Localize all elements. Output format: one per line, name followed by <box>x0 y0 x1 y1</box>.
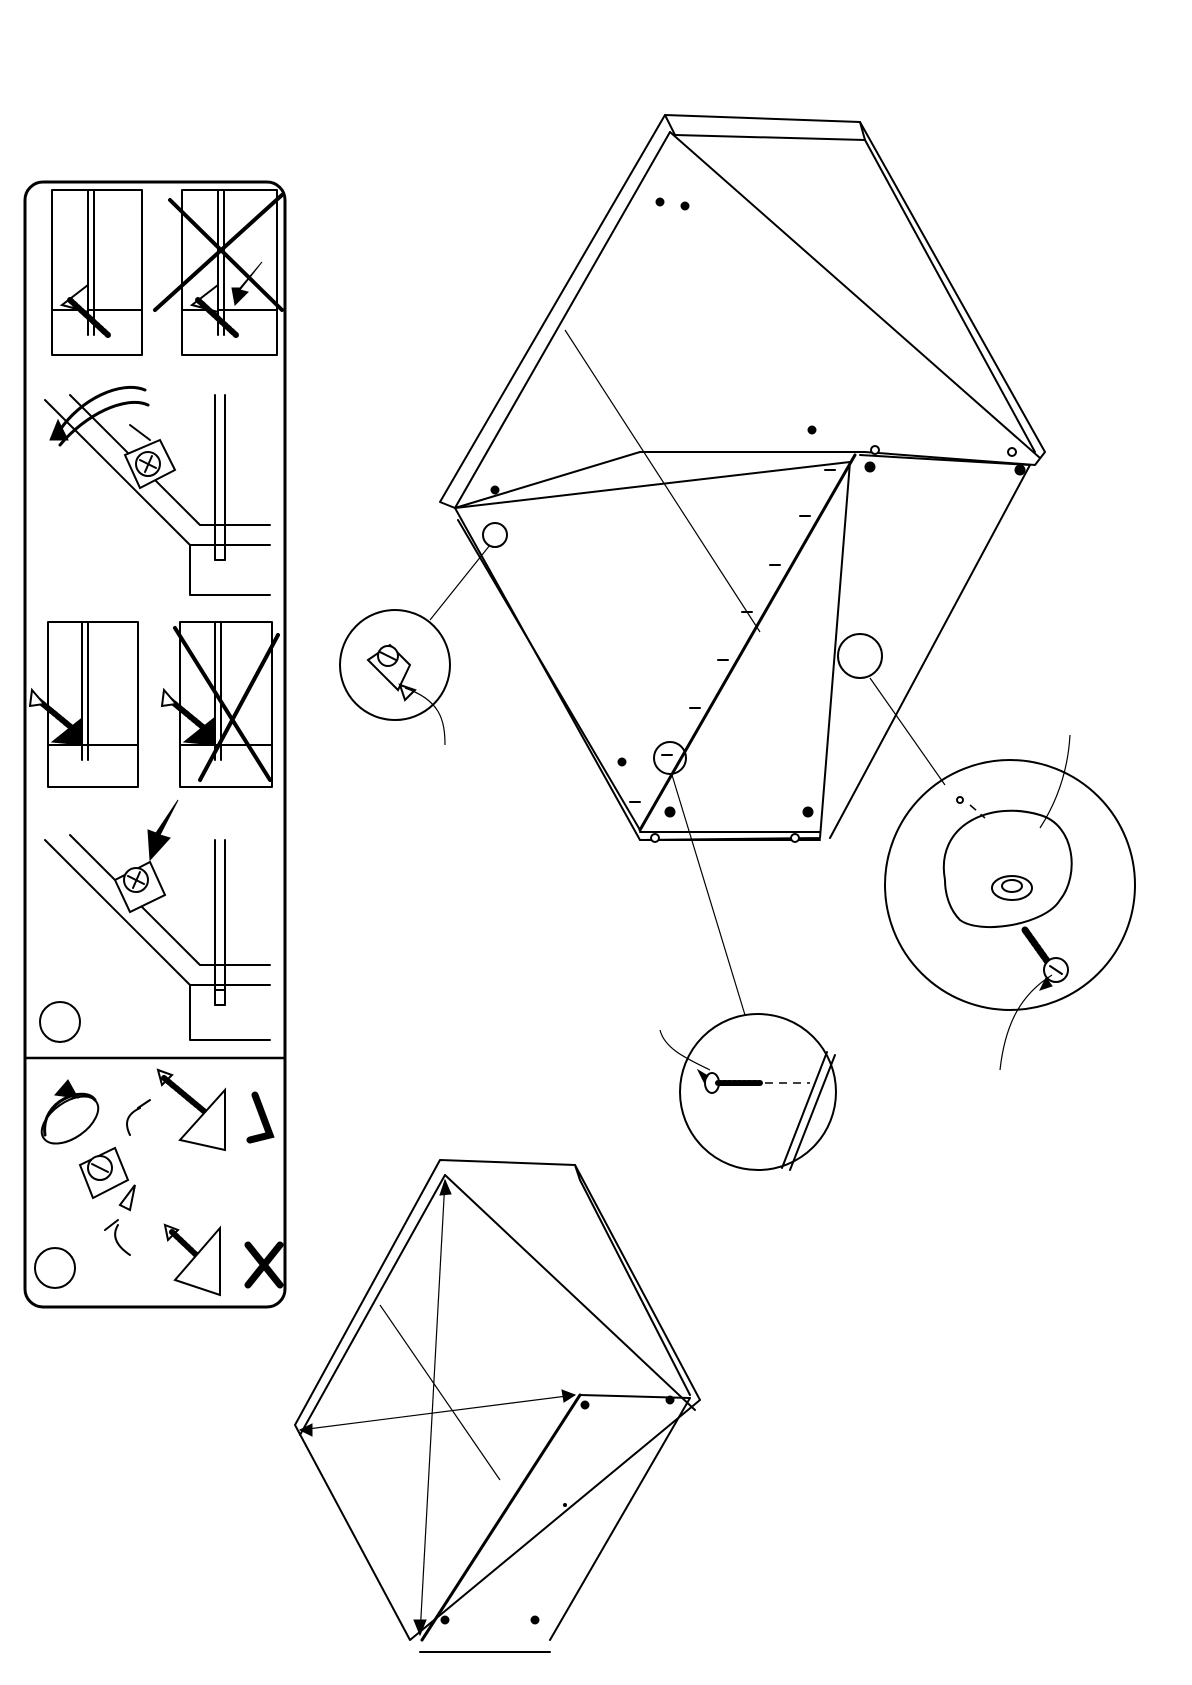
cabinet-diagonal-check <box>295 1160 700 1652</box>
cross-icon <box>200 635 278 780</box>
diagonal-line-1 <box>300 1395 575 1430</box>
diagonal-line-2 <box>420 1180 445 1635</box>
correct-fitting-sketch <box>30 622 138 787</box>
wrong-fitting-sketch <box>162 622 278 787</box>
foot-pad-icon <box>944 811 1072 927</box>
cam-rotate-sketch <box>45 387 270 595</box>
instruction-panel <box>25 182 285 1307</box>
check-icon <box>250 1095 270 1140</box>
correct-screw-sketch <box>52 190 142 355</box>
cabinet-main <box>440 115 1045 842</box>
screw-detail <box>660 775 836 1170</box>
cam-lock-detail <box>340 545 490 745</box>
step-marker-a <box>40 1002 80 1042</box>
cam-tighten-sketch <box>33 1070 280 1295</box>
cross-icon <box>170 200 282 310</box>
foot-pad-detail <box>870 678 1135 1070</box>
step-marker-b <box>35 1248 75 1288</box>
cam-insert-sketch <box>40 800 270 1042</box>
panel-holes <box>491 198 1025 842</box>
wrong-screw-sketch <box>155 190 282 355</box>
cross-icon <box>175 628 270 780</box>
screw-marks <box>630 470 835 802</box>
